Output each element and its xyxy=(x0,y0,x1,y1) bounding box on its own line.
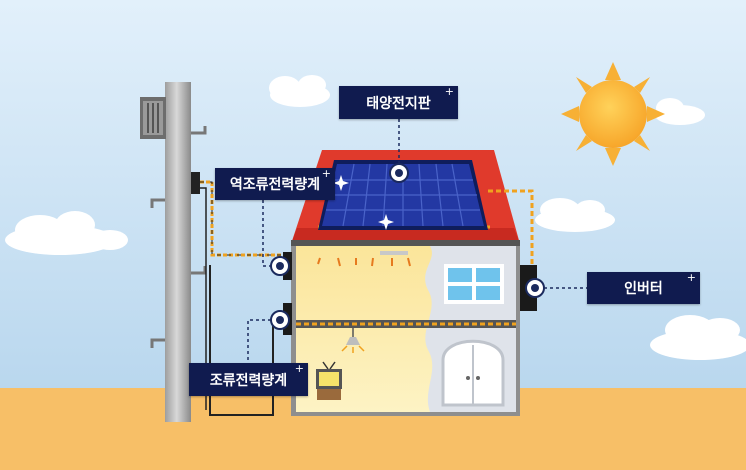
reverse-meter-marker[interactable] xyxy=(270,256,290,276)
forward-meter-marker[interactable] xyxy=(270,310,290,330)
reverse-meter-label-text: 역조류전력량계 xyxy=(229,177,321,193)
cloud xyxy=(5,211,128,255)
tv-icon xyxy=(316,361,342,400)
plus-icon: + xyxy=(294,362,304,375)
cloud xyxy=(655,98,705,125)
cloud xyxy=(650,315,746,360)
solar-panel-label-text: 태양전지판 xyxy=(366,95,431,112)
reverse-meter-label[interactable]: 역조류전력량계 + xyxy=(215,167,335,200)
solar-panel-marker[interactable] xyxy=(389,163,409,183)
inverter-label-text: 인버터 xyxy=(624,281,663,297)
plus-icon: + xyxy=(686,271,696,284)
house xyxy=(291,244,520,416)
forward-meter-label[interactable]: 조류전력량계 + xyxy=(189,362,308,396)
solar-panel-label[interactable]: 태양전지판 + xyxy=(339,85,458,119)
sun-icon xyxy=(561,62,665,166)
inverter-marker[interactable] xyxy=(525,278,545,298)
cloud xyxy=(269,75,330,107)
inverter-label[interactable]: 인버터 + xyxy=(587,271,700,304)
cloud xyxy=(535,198,615,232)
forward-meter-label-text: 조류전력량계 xyxy=(209,372,288,389)
plus-icon: + xyxy=(321,167,331,180)
plus-icon: + xyxy=(444,85,454,98)
solar-panel xyxy=(318,160,488,230)
utility-pole xyxy=(140,82,207,422)
